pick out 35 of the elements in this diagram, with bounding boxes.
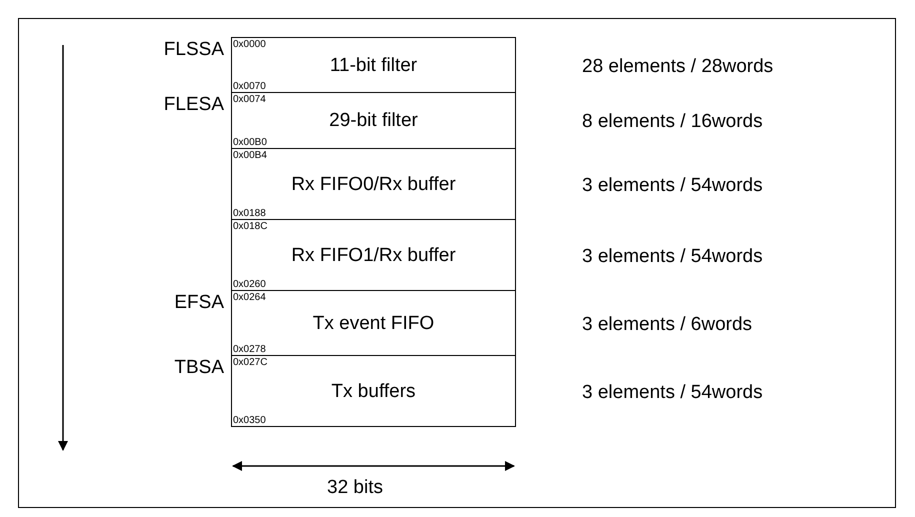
start-address-register: EFSA bbox=[174, 292, 224, 314]
memory-block bbox=[231, 219, 516, 291]
start-address: 0x0000 bbox=[233, 39, 266, 50]
size-label: 3 elements / 6words bbox=[582, 314, 752, 336]
memory-block bbox=[231, 37, 516, 93]
start-address-register: FLESA bbox=[164, 94, 224, 116]
end-address: 0x0260 bbox=[233, 279, 266, 290]
memory-block bbox=[231, 355, 516, 427]
block-name: 11-bit filter bbox=[328, 54, 418, 76]
block-name: Rx FIFO0/Rx buffer bbox=[290, 174, 457, 196]
end-address: 0x0278 bbox=[233, 344, 266, 355]
start-address-register: FLSSA bbox=[164, 39, 224, 61]
start-address: 0x018C bbox=[233, 221, 268, 232]
dimension-label: 32 bits bbox=[327, 477, 383, 499]
size-label: 28 elements / 28words bbox=[582, 56, 774, 78]
size-label: 8 elements / 16words bbox=[582, 111, 763, 133]
end-address: 0x0070 bbox=[233, 81, 266, 92]
size-label: 3 elements / 54words bbox=[582, 246, 763, 268]
block-name: Rx FIFO1/Rx buffer bbox=[290, 244, 457, 266]
start-address: 0x0264 bbox=[233, 292, 266, 303]
block-name: Tx buffers bbox=[330, 380, 417, 402]
size-label: 3 elements / 54words bbox=[582, 174, 763, 196]
end-address: 0x0188 bbox=[233, 208, 266, 219]
start-address: 0x0074 bbox=[233, 94, 266, 105]
block-name: 29-bit filter bbox=[328, 110, 419, 132]
memory-block bbox=[231, 148, 516, 220]
start-address: 0x00B4 bbox=[233, 150, 267, 161]
size-label: 3 elements / 54words bbox=[582, 382, 763, 404]
memory-block bbox=[231, 290, 516, 356]
block-name: Tx event FIFO bbox=[312, 312, 436, 334]
end-address: 0x00B0 bbox=[233, 137, 267, 148]
start-address-register: TBSA bbox=[174, 357, 224, 379]
start-address: 0x027C bbox=[233, 357, 268, 368]
end-address: 0x0350 bbox=[233, 415, 266, 426]
memory-block bbox=[231, 92, 516, 149]
